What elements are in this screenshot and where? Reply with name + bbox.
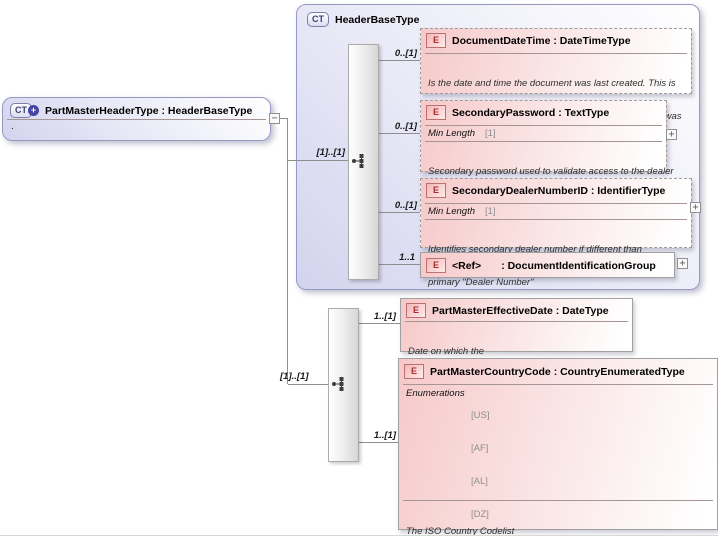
cardinality-label: [1]..[1] bbox=[280, 371, 309, 382]
element-title: DocumentDateTime : DateTimeType bbox=[452, 34, 631, 47]
cardinality-label: 0..[1] bbox=[394, 200, 417, 211]
complex-type-title: HeaderBaseType bbox=[335, 13, 420, 26]
connector-line bbox=[377, 212, 420, 213]
element-icon: E bbox=[406, 303, 426, 318]
cardinality-label: 1..[1] bbox=[373, 311, 396, 322]
element-documentdatetime[interactable]: E DocumentDateTime : DateTimeType Is the… bbox=[420, 28, 692, 155]
element-title: PartMasterEffectiveDate : DateType bbox=[432, 304, 609, 317]
divider bbox=[403, 500, 713, 501]
element-annotation: The ISO Country Codelist that the parts … bbox=[406, 526, 515, 536]
element-title: PartMasterCountryCode : CountryEnumerate… bbox=[430, 365, 685, 378]
element-partmastercountrycode[interactable]: E PartMasterCountryCode : CountryEnumera… bbox=[398, 358, 718, 535]
facet-value: [1] bbox=[485, 128, 496, 139]
element-icon: E bbox=[426, 105, 446, 120]
expand-handle-icon[interactable]: + bbox=[666, 129, 677, 140]
connector-line bbox=[288, 384, 328, 385]
divider bbox=[403, 384, 713, 385]
element-ref-documentidentificationgroup[interactable]: E <Ref> : DocumentIdentificationGroup bbox=[420, 252, 675, 278]
derivation-plus-badge: + bbox=[28, 105, 39, 116]
element-icon: E bbox=[404, 364, 424, 379]
complex-type-plus-icon: CT + bbox=[10, 103, 39, 118]
expand-handle-icon[interactable]: + bbox=[690, 202, 701, 213]
expand-handle-icon[interactable]: + bbox=[677, 258, 688, 269]
connector-line bbox=[377, 133, 420, 134]
divider bbox=[425, 125, 662, 126]
element-icon: E bbox=[426, 258, 446, 273]
sequence-icon bbox=[331, 376, 349, 397]
cardinality-label: 1..[1] bbox=[373, 430, 396, 441]
connector-line bbox=[357, 442, 398, 443]
element-icon: E bbox=[426, 183, 446, 198]
enumeration-values: [US] [AF] [AL] [DZ] [AS] [AD] [AO] [AI] … bbox=[471, 410, 490, 520]
divider bbox=[7, 119, 266, 120]
connector-line bbox=[357, 323, 400, 324]
facet-name: Enumerations bbox=[406, 388, 465, 399]
element-ref-type: : DocumentIdentificationGroup bbox=[501, 259, 656, 272]
divider bbox=[425, 219, 687, 220]
connector-line bbox=[288, 160, 348, 161]
cardinality-label: 0..[1] bbox=[394, 48, 417, 59]
facet-name: Min Length bbox=[428, 206, 476, 217]
element-secondarydealernumberid[interactable]: E SecondaryDealerNumberID : IdentifierTy… bbox=[420, 178, 692, 288]
element-ref-name: <Ref> bbox=[452, 259, 482, 272]
element-title: SecondaryDealerNumberID : IdentifierType bbox=[452, 184, 666, 197]
connector-line bbox=[280, 118, 288, 119]
divider bbox=[425, 53, 687, 54]
connector-line bbox=[377, 264, 420, 265]
element-partmastereffectivedate[interactable]: E PartMasterEffectiveDate : DateType Dat… bbox=[400, 298, 633, 390]
element-secondarypassword[interactable]: E SecondaryPassword : TextType Min Lengt… bbox=[420, 100, 674, 210]
root-node-title: PartMasterHeaderType : HeaderBaseType bbox=[45, 104, 253, 117]
element-annotation: Identifies secondary dealer number if di… bbox=[428, 244, 642, 288]
root-node-partmasterheadertype[interactable]: CT + PartMasterHeaderType : HeaderBaseTy… bbox=[2, 97, 271, 141]
facet-value: [1] bbox=[485, 206, 496, 217]
element-icon: E bbox=[426, 33, 446, 48]
element-title: SecondaryPassword : TextType bbox=[452, 106, 610, 119]
cardinality-label: 1..1 bbox=[399, 252, 415, 263]
divider bbox=[405, 321, 628, 322]
connector-line bbox=[287, 118, 288, 384]
divider bbox=[425, 141, 662, 142]
cardinality-label: [1]..[1] bbox=[316, 147, 346, 158]
root-node-detail: . bbox=[11, 121, 14, 132]
facet-name: Min Length bbox=[428, 128, 476, 139]
divider bbox=[425, 203, 687, 204]
connector-line bbox=[377, 60, 420, 61]
sequence-icon bbox=[351, 153, 369, 174]
cardinality-label: 0..[1] bbox=[394, 121, 417, 132]
collapse-handle-icon[interactable]: − bbox=[269, 113, 280, 124]
complex-type-icon: CT bbox=[307, 12, 329, 27]
